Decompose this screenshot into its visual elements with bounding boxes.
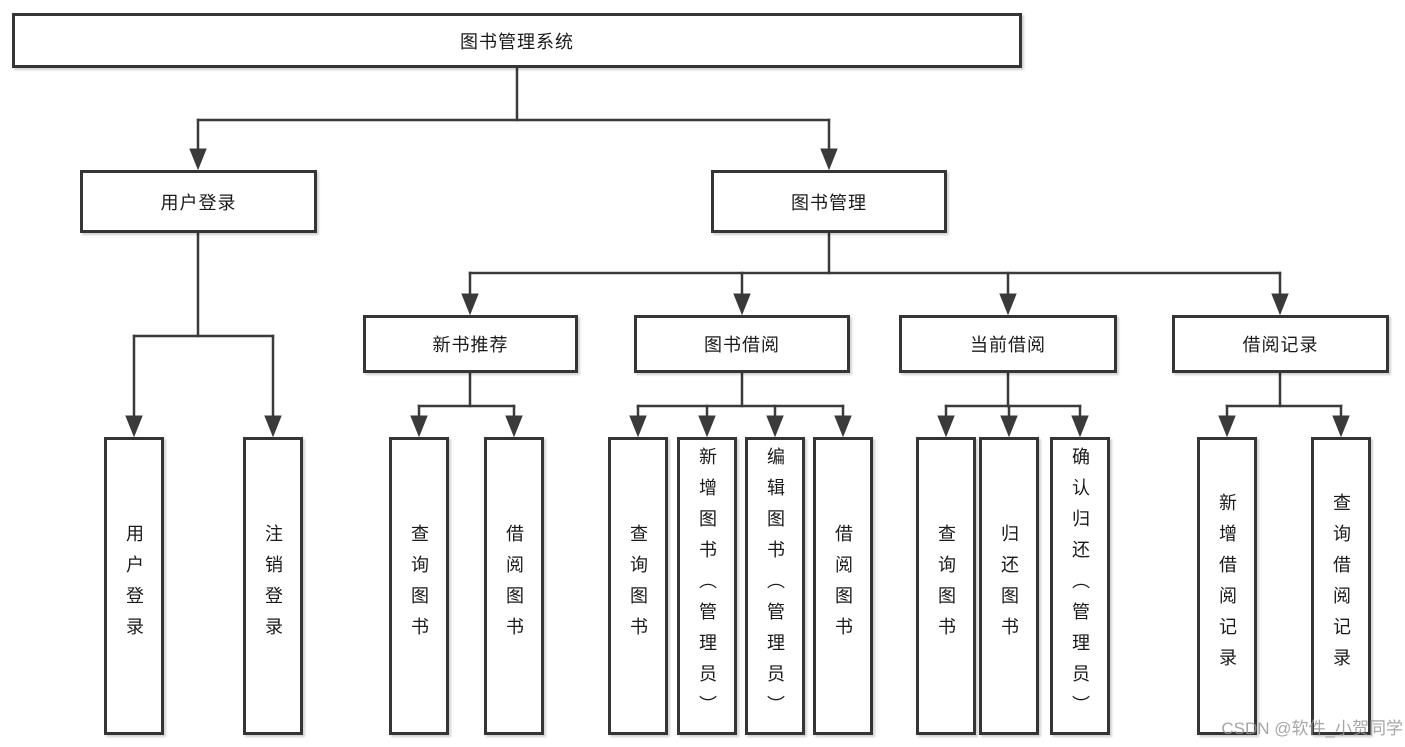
node-leaf-query-books-3: 查询图书 xyxy=(916,437,976,735)
node-leaf-confirm-return-admin: 确认归还（管理员） xyxy=(1050,437,1110,735)
watermark: CSDN @软件_小贺同学 xyxy=(1221,719,1403,738)
node-leaf-add-borrow-record: 新增借阅记录 xyxy=(1197,437,1257,735)
node-leaf-query-books-1: 查询图书 xyxy=(389,437,449,735)
node-leaf-borrow-books-1: 借阅图书 xyxy=(484,437,544,735)
node-root: 图书管理系统 xyxy=(12,13,1022,68)
node-user-login: 用户登录 xyxy=(80,170,317,233)
node-leaf-logout: 注销登录 xyxy=(243,437,303,735)
node-borrowing-records: 借阅记录 xyxy=(1172,315,1389,373)
node-leaf-edit-book-admin: 编辑图书（管理员） xyxy=(745,437,805,735)
node-leaf-query-borrow-record: 查询借阅记录 xyxy=(1311,437,1371,735)
node-new-book-recommendation: 新书推荐 xyxy=(363,315,578,373)
node-book-management: 图书管理 xyxy=(711,170,947,233)
node-leaf-return-books: 归还图书 xyxy=(979,437,1039,735)
node-leaf-query-books-2: 查询图书 xyxy=(608,437,668,735)
node-leaf-borrow-books-2: 借阅图书 xyxy=(813,437,873,735)
node-leaf-user-login: 用户登录 xyxy=(104,437,164,735)
node-book-borrowing: 图书借阅 xyxy=(634,315,850,373)
node-leaf-add-book-admin: 新增图书（管理员） xyxy=(677,437,737,735)
node-current-borrowing: 当前借阅 xyxy=(899,315,1117,373)
